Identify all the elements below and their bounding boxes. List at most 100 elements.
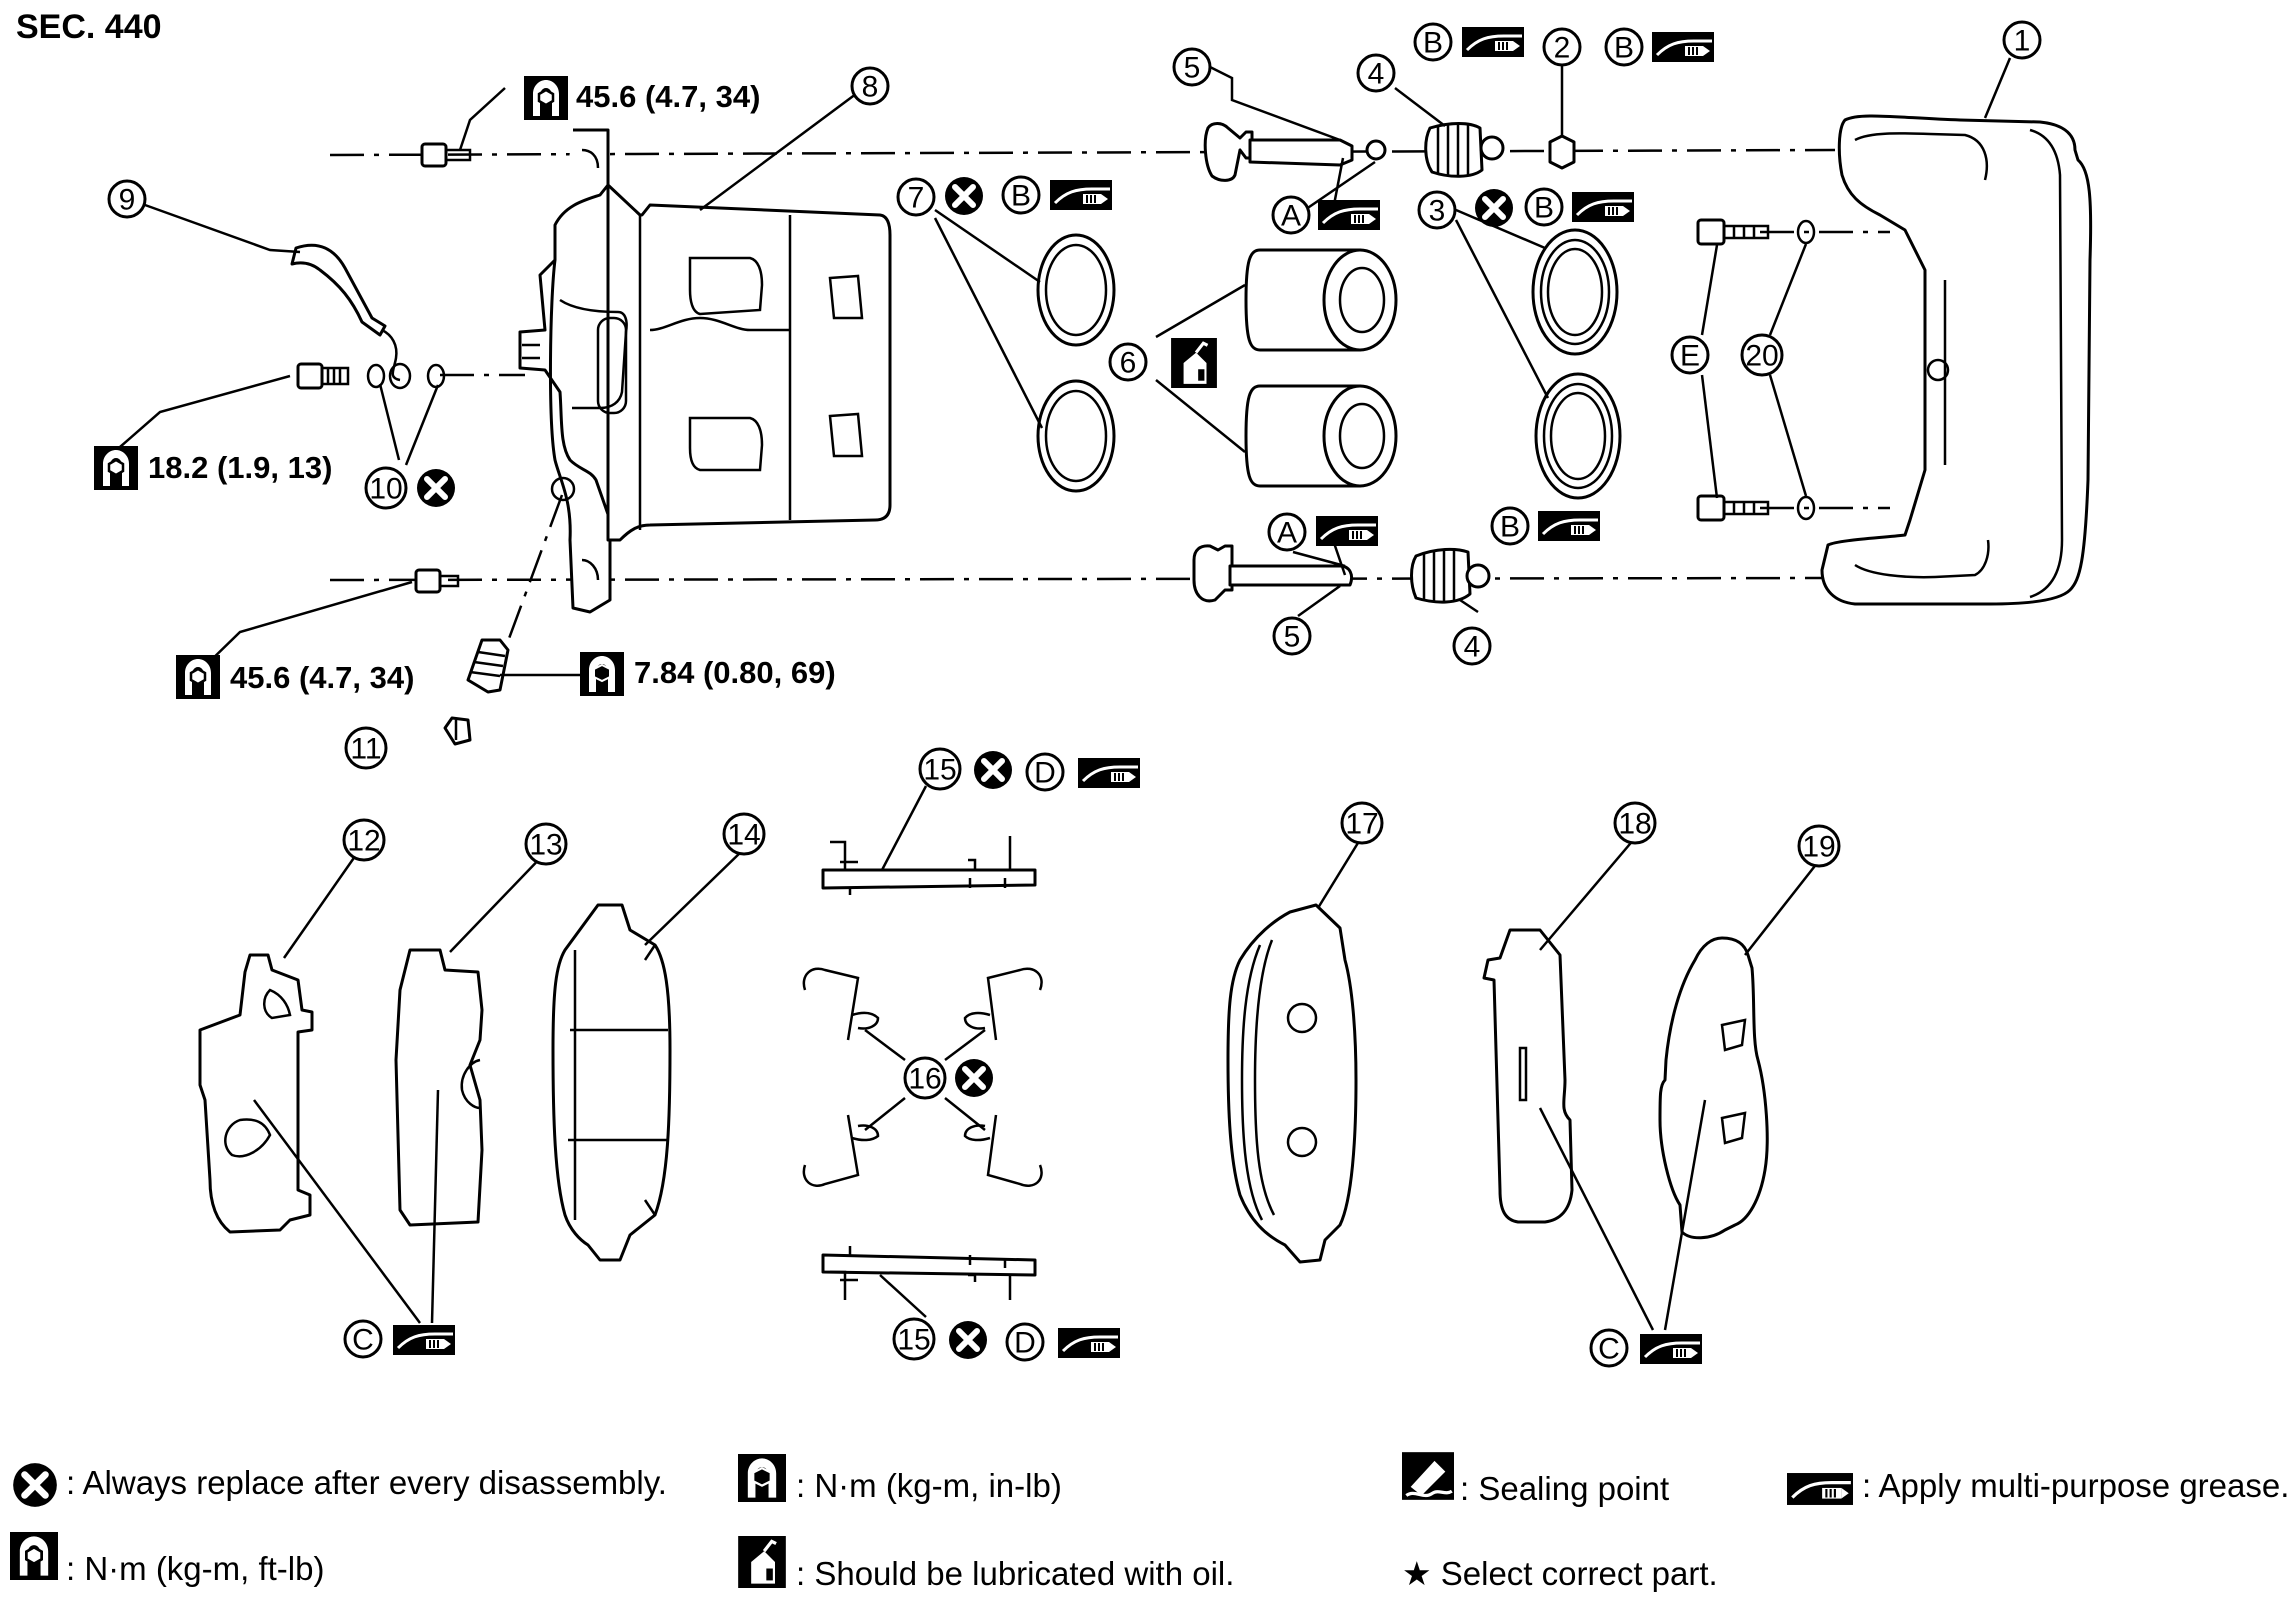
part-11-bleeder <box>443 638 510 746</box>
letter-a-callout: A <box>1271 195 1311 235</box>
svg-text:E: E <box>1680 340 1700 373</box>
letter-b-callout: B <box>1413 22 1453 62</box>
svg-text:45.6 (4.7, 34): 45.6 (4.7, 34) <box>576 79 760 114</box>
svg-text:5: 5 <box>1184 52 1201 85</box>
svg-text:17: 17 <box>1345 808 1378 841</box>
callout-4: 4 <box>1452 626 1492 666</box>
svg-text:45.6 (4.7, 34): 45.6 (4.7, 34) <box>230 660 414 695</box>
callout-14: 14 <box>722 812 766 856</box>
torque-spec-upper-bolt: 45.6 (4.7, 34) <box>524 76 760 120</box>
part-15-pad-retainer-lower <box>821 1246 1037 1300</box>
svg-text:7: 7 <box>908 182 925 215</box>
letter-a-callout: A <box>1267 512 1307 552</box>
legend-sealing-point: : Sealing point <box>1402 1452 1669 1507</box>
svg-text:6: 6 <box>1120 347 1137 380</box>
letter-c-callout: C <box>1589 1328 1629 1368</box>
part-1-torque-member <box>1820 114 2093 606</box>
part-8-caliper-body <box>518 128 892 614</box>
part-9-brake-hose <box>290 243 412 390</box>
svg-text:13: 13 <box>529 829 562 862</box>
svg-text:C: C <box>352 1324 374 1357</box>
svg-text:3: 3 <box>1429 195 1446 228</box>
torque-spec-bleeder: 7.84 (0.80, 69) <box>580 652 836 696</box>
callout-2: 2 <box>1542 27 1582 67</box>
svg-text:12: 12 <box>347 825 380 858</box>
callout-13: 13 <box>524 822 568 866</box>
callout-18: 18 <box>1613 801 1657 845</box>
section-title: SEC. 440 <box>16 8 162 46</box>
part-4-boot-upper <box>1424 122 1505 178</box>
part-7-piston-seals <box>1036 233 1116 493</box>
svg-text:19: 19 <box>1802 831 1835 864</box>
letter-c-callout: C <box>343 1319 383 1359</box>
callout-5: 5 <box>1172 47 1212 87</box>
letter-d-callout: D <box>1025 752 1065 792</box>
callout-12: 12 <box>342 818 386 862</box>
legend-torque-ft-lb: : N·m (kg-m, ft-lb) <box>10 1532 324 1587</box>
callout-7: 7 <box>896 177 936 217</box>
svg-text:20: 20 <box>1745 340 1778 373</box>
svg-text:: Sealing point: : Sealing point <box>1460 1470 1669 1507</box>
svg-text:D: D <box>1034 757 1056 790</box>
callout-16: 16 <box>903 1056 947 1100</box>
bolt-e-upper <box>1696 218 1816 246</box>
letter-b-callout: B <box>1490 506 1530 546</box>
svg-text:B: B <box>1011 180 1031 213</box>
part-5-pin-upper <box>1203 122 1387 182</box>
svg-text:18: 18 <box>1618 808 1651 841</box>
svg-text:A: A <box>1277 517 1297 550</box>
svg-text:4: 4 <box>1368 58 1385 91</box>
callout-1: 1 <box>2002 20 2042 60</box>
bolt-upper <box>420 142 472 168</box>
svg-text:B: B <box>1534 192 1554 225</box>
letter-e-callout: E <box>1670 335 1710 375</box>
svg-text:10: 10 <box>369 473 402 506</box>
part-10-copper-washers <box>366 363 446 389</box>
svg-text:18.2 (1.9, 13): 18.2 (1.9, 13) <box>148 450 332 485</box>
svg-text:B: B <box>1423 27 1443 60</box>
svg-text:D: D <box>1014 1327 1036 1360</box>
legend: : Always replace after every disassembly… <box>10 1452 2289 1592</box>
svg-text:4: 4 <box>1464 631 1481 664</box>
part-19-inner-shim <box>1658 936 1769 1240</box>
bolt-lower <box>414 568 460 594</box>
callout-10: 10 <box>364 466 408 510</box>
part-12-outer-shim-cover <box>198 953 314 1234</box>
part-6-piston-upper <box>1244 248 1398 352</box>
bolt-e-lower <box>1696 494 1816 522</box>
letter-b-callout: B <box>1001 175 1041 215</box>
svg-text:B: B <box>1614 32 1634 65</box>
part-16-pad-return-springs <box>802 967 1043 1187</box>
callout-11: 11 <box>344 726 388 770</box>
oil-marker <box>1170 338 1218 388</box>
svg-text:11: 11 <box>350 733 381 766</box>
callout-3: 3 <box>1417 190 1457 230</box>
svg-text:C: C <box>1598 1333 1620 1366</box>
part-15-pad-retainer-upper <box>821 836 1037 895</box>
legend-replace: : Always replace after every disassembly… <box>13 1463 667 1507</box>
torque-spec-lower-bolt: 45.6 (4.7, 34) <box>176 655 414 699</box>
part-6-piston-lower <box>1244 384 1398 488</box>
part-3-piston-boots <box>1531 228 1622 500</box>
svg-text:9: 9 <box>119 184 136 217</box>
svg-text:8: 8 <box>862 71 879 104</box>
part-5-pin-lower <box>1192 544 1354 603</box>
svg-text:: Always replace after every d: : Always replace after every disassembly… <box>66 1464 667 1501</box>
legend-oil: : Should be lubricated with oil. <box>738 1536 1234 1592</box>
svg-text:A: A <box>1281 200 1301 233</box>
callout-9: 9 <box>107 179 147 219</box>
part-13-outer-shim <box>394 948 484 1227</box>
callout-17: 17 <box>1340 801 1384 845</box>
letter-b-callout: B <box>1604 27 1644 67</box>
part-4-boot-lower <box>1410 547 1491 604</box>
svg-text:: Apply multi-purpose grease.: : Apply multi-purpose grease. <box>1862 1467 2289 1504</box>
svg-text:16: 16 <box>908 1063 941 1096</box>
legend-select-part: ★ Select correct part. <box>1402 1555 1718 1592</box>
part-2-sleeve <box>1548 134 1576 170</box>
callout-15: 15 <box>918 747 962 791</box>
svg-text:B: B <box>1500 511 1520 544</box>
callout-15: 15 <box>892 1317 936 1361</box>
callout-6: 6 <box>1108 342 1148 382</box>
svg-text:14: 14 <box>727 819 760 852</box>
